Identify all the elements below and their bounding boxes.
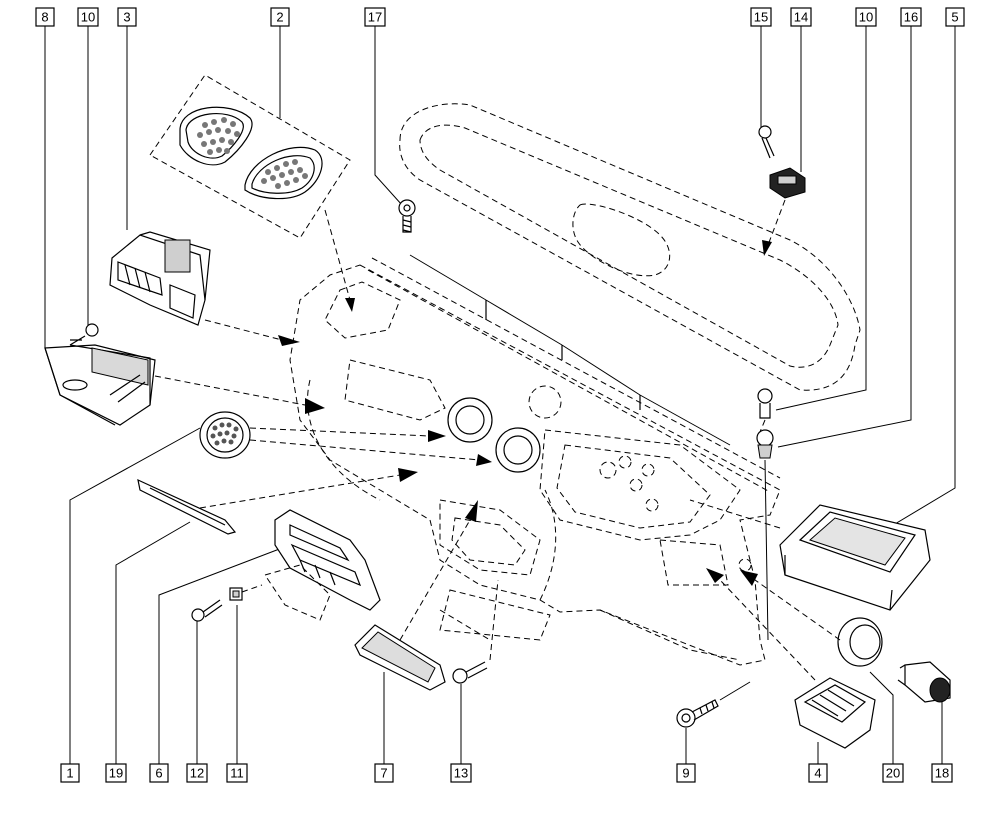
screw-part-12 [191, 599, 223, 622]
callout-12: 12 [186, 620, 208, 783]
svg-text:1: 1 [66, 766, 73, 781]
svg-text:5: 5 [951, 10, 958, 25]
callout-20: 20 [869, 671, 904, 783]
svg-text:10: 10 [859, 10, 873, 25]
svg-text:18: 18 [935, 766, 949, 781]
nut-part-16 [756, 429, 774, 641]
callout-10-right: 10 [775, 7, 877, 411]
screw-part-13 [439, 579, 499, 684]
svg-text:3: 3 [123, 10, 130, 25]
svg-text:9: 9 [682, 766, 689, 781]
callout-14: 14 [790, 7, 812, 172]
storage-tray-part-7 [354, 500, 478, 691]
svg-text:8: 8 [41, 10, 48, 25]
callout-9: 9 [676, 728, 696, 783]
console-bezel-part-6 [264, 509, 381, 621]
svg-text:12: 12 [190, 766, 204, 781]
svg-text:6: 6 [155, 766, 162, 781]
screw-part-10-right [757, 388, 773, 433]
callout-1: 1 [60, 427, 201, 783]
side-vent-part-3 [109, 231, 300, 346]
svg-text:19: 19 [109, 766, 123, 781]
callout-6: 6 [149, 547, 283, 783]
svg-text:14: 14 [794, 10, 808, 25]
vent-part-4 [706, 568, 876, 749]
screw-part-15 [758, 125, 775, 159]
svg-text:2: 2 [276, 10, 283, 25]
glove-box-part-8 [44, 344, 325, 426]
screw-part-10-left [69, 323, 99, 346]
switch-part-18 [897, 661, 951, 703]
svg-text:4: 4 [814, 766, 821, 781]
svg-text:13: 13 [454, 766, 468, 781]
round-vent-part-1 [199, 411, 492, 466]
svg-text:7: 7 [380, 766, 387, 781]
svg-text:15: 15 [754, 10, 768, 25]
callout-5: 5 [884, 7, 965, 531]
clip-part-11 [229, 584, 263, 601]
switch-part-14 [762, 167, 806, 256]
callout-3: 3 [117, 7, 137, 230]
svg-text:17: 17 [368, 10, 382, 25]
bolt-part-9 [676, 681, 751, 728]
trim-strip-part-19 [137, 468, 418, 535]
svg-text:20: 20 [886, 766, 900, 781]
screw-part-17 [398, 199, 731, 446]
svg-text:16: 16 [904, 10, 918, 25]
upper-dash-panel [399, 103, 861, 391]
storage-bin-part-5 [689, 499, 931, 611]
callout-4: 4 [808, 742, 828, 783]
callout-16: 16 [777, 7, 922, 448]
callout-13: 13 [450, 684, 472, 783]
ring-part-20 [740, 570, 883, 667]
callout-8: 8 [35, 7, 55, 348]
speaker-grilles-part-2 [149, 74, 355, 312]
callout-2: 2 [270, 7, 290, 118]
callout-11: 11 [226, 605, 248, 783]
callout-18: 18 [931, 700, 953, 783]
svg-text:11: 11 [230, 766, 244, 781]
svg-text:10: 10 [81, 10, 95, 25]
callout-7: 7 [374, 672, 394, 783]
callout-19: 19 [105, 521, 191, 783]
callout-10-left: 10 [77, 7, 99, 330]
callout-17: 17 [364, 7, 403, 206]
callout-15: 15 [750, 7, 772, 128]
main-dashboard [289, 257, 781, 666]
